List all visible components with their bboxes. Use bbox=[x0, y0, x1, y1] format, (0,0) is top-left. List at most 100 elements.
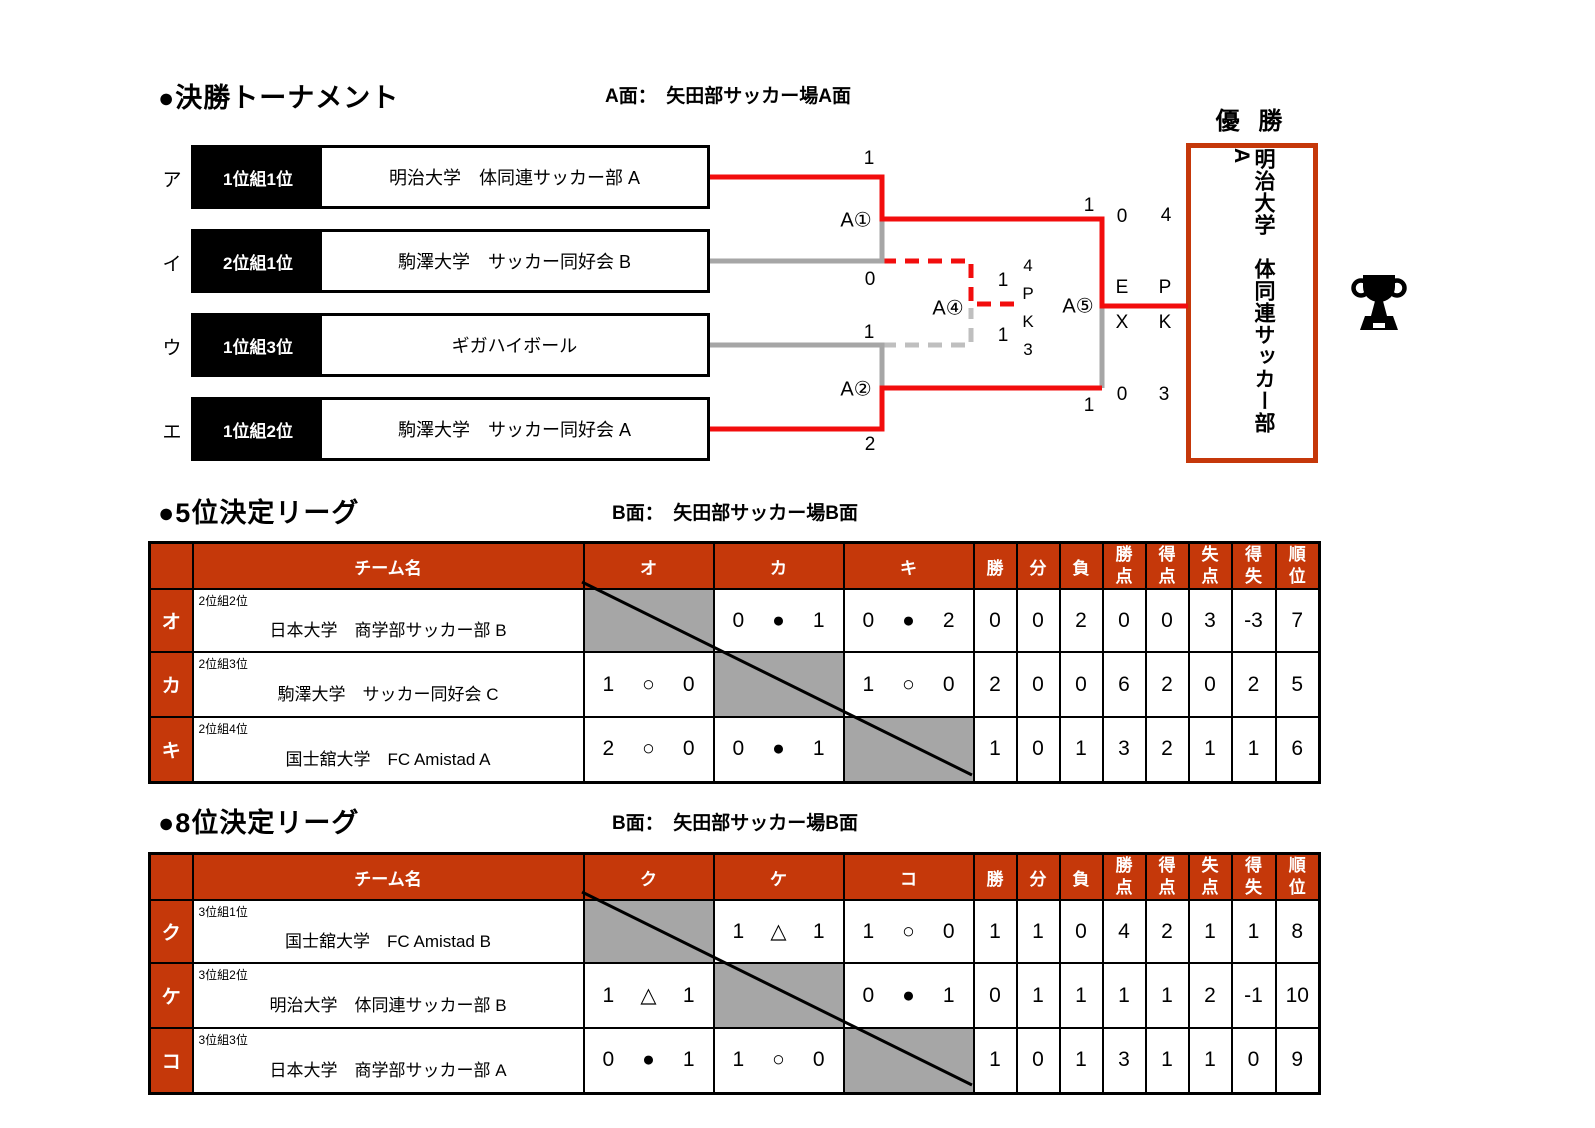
final-top-score: 1 bbox=[1083, 195, 1095, 216]
header-points: 勝 点 bbox=[1101, 541, 1147, 591]
team-name: 日本大学 商学部サッカー部 A bbox=[269, 1060, 507, 1080]
header-goals-for: 得 点 bbox=[1144, 852, 1190, 902]
stat-points: 4 bbox=[1101, 899, 1147, 965]
match-result-cell: 0 ● 1 bbox=[712, 588, 845, 654]
stat-win: 1 bbox=[972, 1027, 1018, 1095]
stat-gf: 2 bbox=[1144, 651, 1190, 719]
score-right: 1 bbox=[942, 983, 955, 1007]
result-mark: ○ bbox=[642, 672, 655, 696]
stat-win: 1 bbox=[972, 899, 1018, 965]
stat-ga: 0 bbox=[1187, 651, 1233, 719]
seed-label-i: イ bbox=[162, 254, 182, 275]
stat-win: 2 bbox=[972, 651, 1018, 719]
match-result-cell: 0 ● 1 bbox=[842, 962, 975, 1030]
score-right: 0 bbox=[942, 672, 955, 696]
champion-team-name: 明治大学 体同連サッカー部 A bbox=[1230, 148, 1276, 456]
bracket-entry-group: 2位組1位 bbox=[194, 232, 322, 290]
score-left: 0 bbox=[732, 737, 745, 761]
league5-row-ka: カ 2位組3位 駒澤大学 サッカー同好会 C 1 ○ 0 1 ○ 0 2 0 0… bbox=[148, 651, 1321, 719]
match-result-cell: 1 ○ 0 bbox=[842, 899, 975, 965]
header-points: 勝 点 bbox=[1101, 852, 1147, 902]
result-mark: ● bbox=[772, 737, 785, 761]
stat-win: 0 bbox=[972, 588, 1018, 654]
stat-draw: 1 bbox=[1015, 962, 1061, 1030]
result-mark: ○ bbox=[772, 1048, 785, 1072]
score-left: 1 bbox=[732, 919, 745, 943]
diagonal-cell bbox=[842, 1027, 975, 1095]
champion-label: 優 勝 bbox=[1215, 108, 1289, 135]
stat-ga: 1 bbox=[1187, 899, 1233, 965]
header-opp-ke: ケ bbox=[712, 852, 845, 902]
stat-gd: -3 bbox=[1230, 588, 1277, 654]
score-right: 1 bbox=[812, 737, 825, 761]
stat-ga: 3 bbox=[1187, 588, 1233, 654]
header-team: チーム名 bbox=[191, 852, 585, 902]
bracket-entry-group: 1位組1位 bbox=[194, 148, 322, 206]
final-pk-label-top: P bbox=[1158, 277, 1172, 298]
row-key: コ bbox=[148, 1027, 194, 1095]
diagonal-cell bbox=[712, 962, 845, 1030]
diagonal-cell bbox=[842, 716, 975, 784]
score-left: 1 bbox=[732, 1048, 745, 1072]
third-place-top-score: 1 bbox=[997, 270, 1009, 291]
team-name: 国士舘大学 FC Amistad A bbox=[285, 749, 491, 769]
stat-win: 1 bbox=[972, 716, 1018, 784]
corner-cell bbox=[148, 541, 194, 591]
diagonal-cell bbox=[582, 899, 715, 965]
tournament-venue: A面： 矢田部サッカー場A面 bbox=[605, 86, 851, 107]
stat-points: 3 bbox=[1101, 1027, 1147, 1095]
score-right: 1 bbox=[682, 1048, 695, 1072]
diagonal-cell bbox=[712, 651, 845, 719]
bracket-entry-row: 2位組1位 駒澤大学 サッカー同好会 B bbox=[191, 229, 710, 293]
score-right: 1 bbox=[812, 608, 825, 632]
score-entry-e: 2 bbox=[864, 434, 876, 455]
bracket-entry-team: 明治大学 体同連サッカー部 A bbox=[388, 168, 640, 188]
header-goal-diff: 得 失 bbox=[1230, 541, 1277, 591]
header-loss: 負 bbox=[1058, 541, 1104, 591]
bracket-entry-group: 1位組2位 bbox=[194, 400, 322, 458]
header-draw: 分 bbox=[1015, 852, 1061, 902]
score-entry-u: 1 bbox=[863, 322, 875, 343]
header-goals-against: 失 点 bbox=[1187, 541, 1233, 591]
league5-row-o: オ 2位組2位 日本大学 商学部サッカー部 B 0 ● 1 0 ● 2 0 0 … bbox=[148, 588, 1321, 654]
team-seed-label: 3位組2位 bbox=[198, 968, 248, 983]
stat-gd: -1 bbox=[1230, 962, 1277, 1030]
stat-rank: 5 bbox=[1274, 651, 1321, 719]
stat-gf: 2 bbox=[1144, 899, 1190, 965]
row-key: ケ bbox=[148, 962, 194, 1030]
match-result-cell: 1 ○ 0 bbox=[582, 651, 715, 719]
semifinal2-winner-line bbox=[710, 385, 1102, 432]
stat-draw: 0 bbox=[1015, 588, 1061, 654]
final-top-ex-score: 0 bbox=[1116, 206, 1128, 227]
team-seed-label: 2位組3位 bbox=[198, 657, 248, 672]
header-opp-ko: コ bbox=[842, 852, 975, 902]
score-right: 0 bbox=[812, 1048, 825, 1072]
league8-venue: B面： 矢田部サッカー場B面 bbox=[612, 813, 858, 834]
team-name: 駒澤大学 サッカー同好会 C bbox=[277, 685, 499, 705]
score-right: 1 bbox=[682, 983, 695, 1007]
bracket-entry-group: 1位組3位 bbox=[194, 316, 322, 374]
team-cell: 3位組2位 明治大学 体同連サッカー部 B bbox=[191, 962, 585, 1030]
score-right: 0 bbox=[682, 672, 695, 696]
stat-gd: 1 bbox=[1230, 716, 1277, 784]
score-left: 0 bbox=[602, 1048, 615, 1072]
team-seed-label: 3位組1位 bbox=[198, 905, 248, 920]
header-draw: 分 bbox=[1015, 541, 1061, 591]
match-result-cell: 1 △ 1 bbox=[582, 962, 715, 1030]
score-left: 2 bbox=[602, 737, 615, 761]
diagonal-cell bbox=[582, 588, 715, 654]
stat-rank: 7 bbox=[1274, 588, 1321, 654]
league8-row-ku: ク 3位組1位 国士舘大学 FC Amistad B 1 △ 1 1 ○ 0 1… bbox=[148, 899, 1321, 965]
team-seed-label: 2位組4位 bbox=[198, 722, 248, 737]
score-entry-a: 1 bbox=[863, 148, 875, 169]
stat-rank: 9 bbox=[1274, 1027, 1321, 1095]
league8-header-row: チーム名 ク ケ コ 勝 分 負 勝 点 得 点 失 点 得 失 順 位 bbox=[148, 852, 1321, 902]
stat-loss: 1 bbox=[1058, 716, 1104, 784]
header-opp-o: オ bbox=[582, 541, 715, 591]
score-left: 1 bbox=[862, 672, 875, 696]
stat-ga: 1 bbox=[1187, 1027, 1233, 1095]
team-seed-label: 3位組3位 bbox=[198, 1033, 248, 1048]
team-name: 明治大学 体同連サッカー部 B bbox=[269, 996, 507, 1016]
header-goal-diff: 得 失 bbox=[1230, 852, 1277, 902]
stat-rank: 6 bbox=[1274, 716, 1321, 784]
